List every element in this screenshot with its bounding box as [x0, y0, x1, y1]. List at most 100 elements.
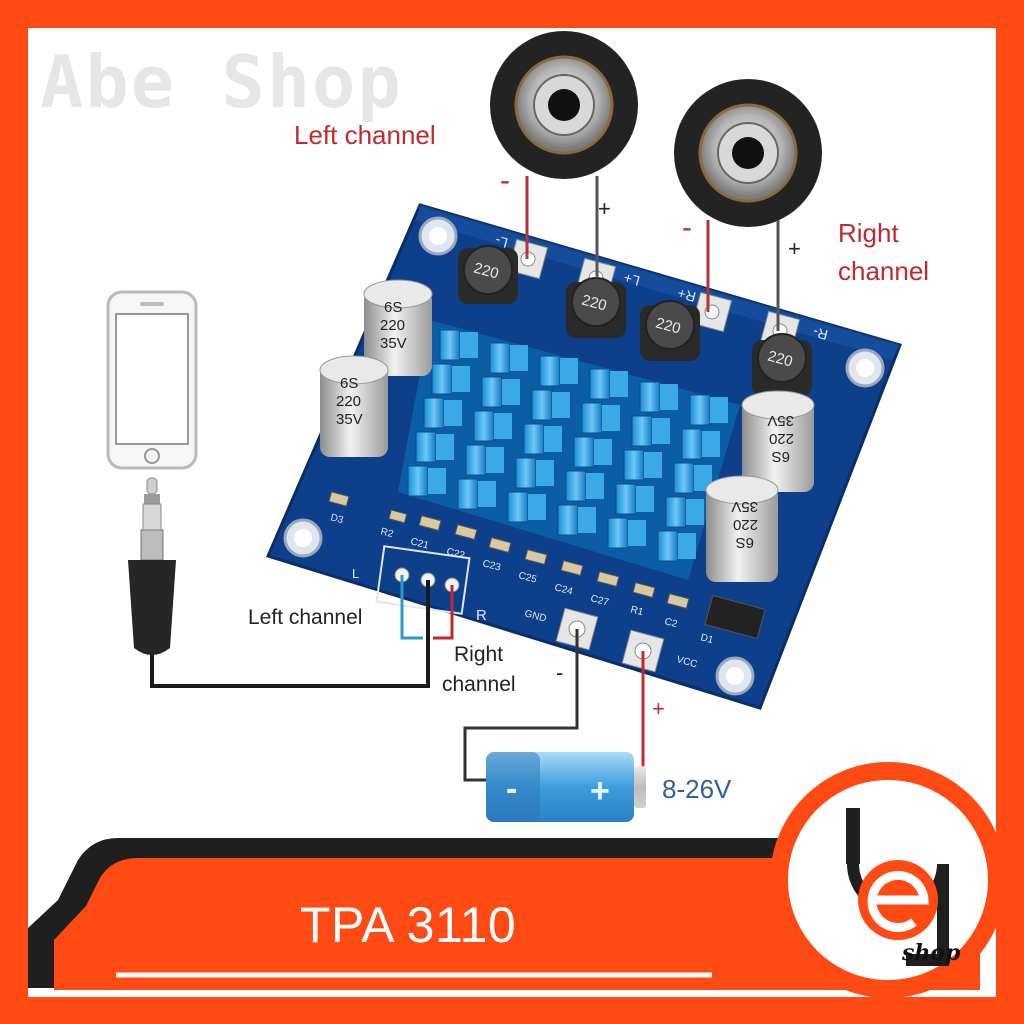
heatsink-fin — [607, 517, 629, 549]
svg-text:220: 220 — [380, 317, 405, 334]
inductor: 220 — [752, 333, 812, 396]
heatsink-fin — [689, 394, 711, 426]
minus-mark: - — [556, 660, 563, 685]
heatsink-fin — [589, 368, 611, 400]
heatsink-fin-side — [444, 400, 462, 426]
silk-l-minus: L- — [493, 233, 509, 252]
label-right-channel-speaker-line1: Right — [838, 218, 899, 248]
heatsink-fin-side — [460, 332, 478, 358]
svg-text:220: 220 — [733, 516, 758, 533]
heatsink-fin-side — [660, 384, 678, 410]
plus-mark: + — [788, 236, 801, 261]
svg-text:35V: 35V — [336, 411, 363, 428]
title-banner — [54, 858, 980, 990]
heatsink-fin — [631, 415, 653, 447]
svg-text:R: R — [476, 607, 487, 624]
svg-text:C25: C25 — [517, 570, 538, 585]
heatsink-fin-side — [494, 413, 512, 439]
speaker-icon — [490, 31, 638, 179]
label-right-channel-input-line2: channel — [442, 673, 516, 696]
heatsink-fin — [407, 465, 429, 497]
heatsink-fin-side — [528, 494, 546, 520]
silk-r-minus: R- — [811, 324, 830, 343]
heatsink-fin — [673, 462, 695, 494]
heatsink-fin-side — [544, 426, 562, 452]
heatsink-fin — [639, 381, 661, 413]
svg-text:6S: 6S — [340, 375, 358, 392]
wire-left-input — [400, 575, 423, 640]
smartphone-icon — [106, 290, 198, 470]
svg-text:R2: R2 — [379, 526, 395, 540]
heatsink-fin — [531, 389, 553, 421]
heatsink-fin — [457, 478, 479, 510]
svg-text:35V: 35V — [380, 335, 407, 352]
heatsink-fin-side — [652, 418, 670, 444]
heatsink-fin — [415, 431, 437, 463]
svg-text:R1: R1 — [629, 604, 645, 618]
svg-text:VCC: VCC — [675, 654, 698, 670]
svg-text:220: 220 — [580, 292, 609, 315]
plus-mark: + — [598, 196, 611, 221]
heatsink-fin-side — [428, 468, 446, 494]
heatsink-fin — [423, 397, 445, 429]
heatsink-fin-side — [602, 405, 620, 431]
heatsink-fin-side — [636, 486, 654, 512]
capacitor: 6S 220 35V — [319, 355, 389, 457]
battery-minus: - — [506, 770, 517, 808]
heatsink-fin-side — [510, 345, 528, 371]
label-right-channel-speaker-line2: channel — [838, 256, 930, 286]
heatsink-fin — [539, 355, 561, 387]
svg-text:6S: 6S — [384, 299, 402, 316]
heatsink-fin-side — [560, 358, 578, 384]
heatsink-fin-side — [452, 366, 470, 392]
heatsink-fin — [481, 376, 503, 408]
battery-icon: - + — [486, 752, 646, 822]
watermark-text: Abe Shop — [40, 40, 403, 124]
svg-text:220: 220 — [766, 348, 795, 371]
logo-text: shop — [902, 940, 961, 966]
minus-mark: - — [500, 164, 510, 197]
heatsink-fin-side — [610, 371, 628, 397]
heatsink-fin — [665, 496, 687, 528]
svg-text:D3: D3 — [329, 512, 345, 526]
heatsink-fin-side — [686, 499, 704, 525]
minus-mark: - — [682, 211, 692, 244]
heatsink-fin — [439, 329, 461, 361]
svg-text:C2: C2 — [663, 616, 679, 630]
heatsink-fin — [581, 402, 603, 434]
heatsink-fin — [681, 428, 703, 460]
label-left-channel-speaker: Left channel — [294, 120, 436, 150]
silkscreen-labels: D3 R2 C21 C22 C23 C25 C24 C27 R1 C2 D1 L… — [329, 512, 715, 670]
heatsink-fin — [657, 530, 679, 562]
svg-text:C24: C24 — [553, 582, 574, 597]
heatsink-fin-side — [702, 431, 720, 457]
svg-text:35V: 35V — [731, 498, 758, 515]
heatsink-fin-side — [486, 447, 504, 473]
input-header-outline — [375, 545, 471, 615]
wire-gnd — [463, 629, 579, 782]
heatsink-fin — [565, 470, 587, 502]
label-left-channel-input: Left channel — [248, 606, 363, 629]
svg-text:6S: 6S — [736, 534, 754, 551]
heatsink-fin-side — [678, 533, 696, 559]
inductor: 220 — [566, 277, 626, 338]
heatsink-fin-side — [628, 520, 646, 546]
capacitor: 6S 220 35V — [363, 279, 433, 376]
svg-text:220: 220 — [654, 315, 683, 338]
logo-icon — [846, 808, 949, 966]
heatsink-fin-side — [436, 434, 454, 460]
capacitor: 6S 220 35V — [741, 390, 815, 492]
heatsink-fin — [623, 449, 645, 481]
product-title: TPA 3110 — [300, 897, 517, 953]
heatsink-fin — [507, 491, 529, 523]
heatsink-fin-side — [478, 481, 496, 507]
heatsink-fin-side — [594, 439, 612, 465]
svg-text:L: L — [352, 566, 359, 581]
capacitor: 6S 220 35V — [705, 475, 779, 582]
heatsink-fin — [473, 410, 495, 442]
silk-r-plus: R+ — [676, 285, 698, 305]
heatsink-fin-side — [502, 379, 520, 405]
wire-audio-cable — [150, 580, 430, 688]
